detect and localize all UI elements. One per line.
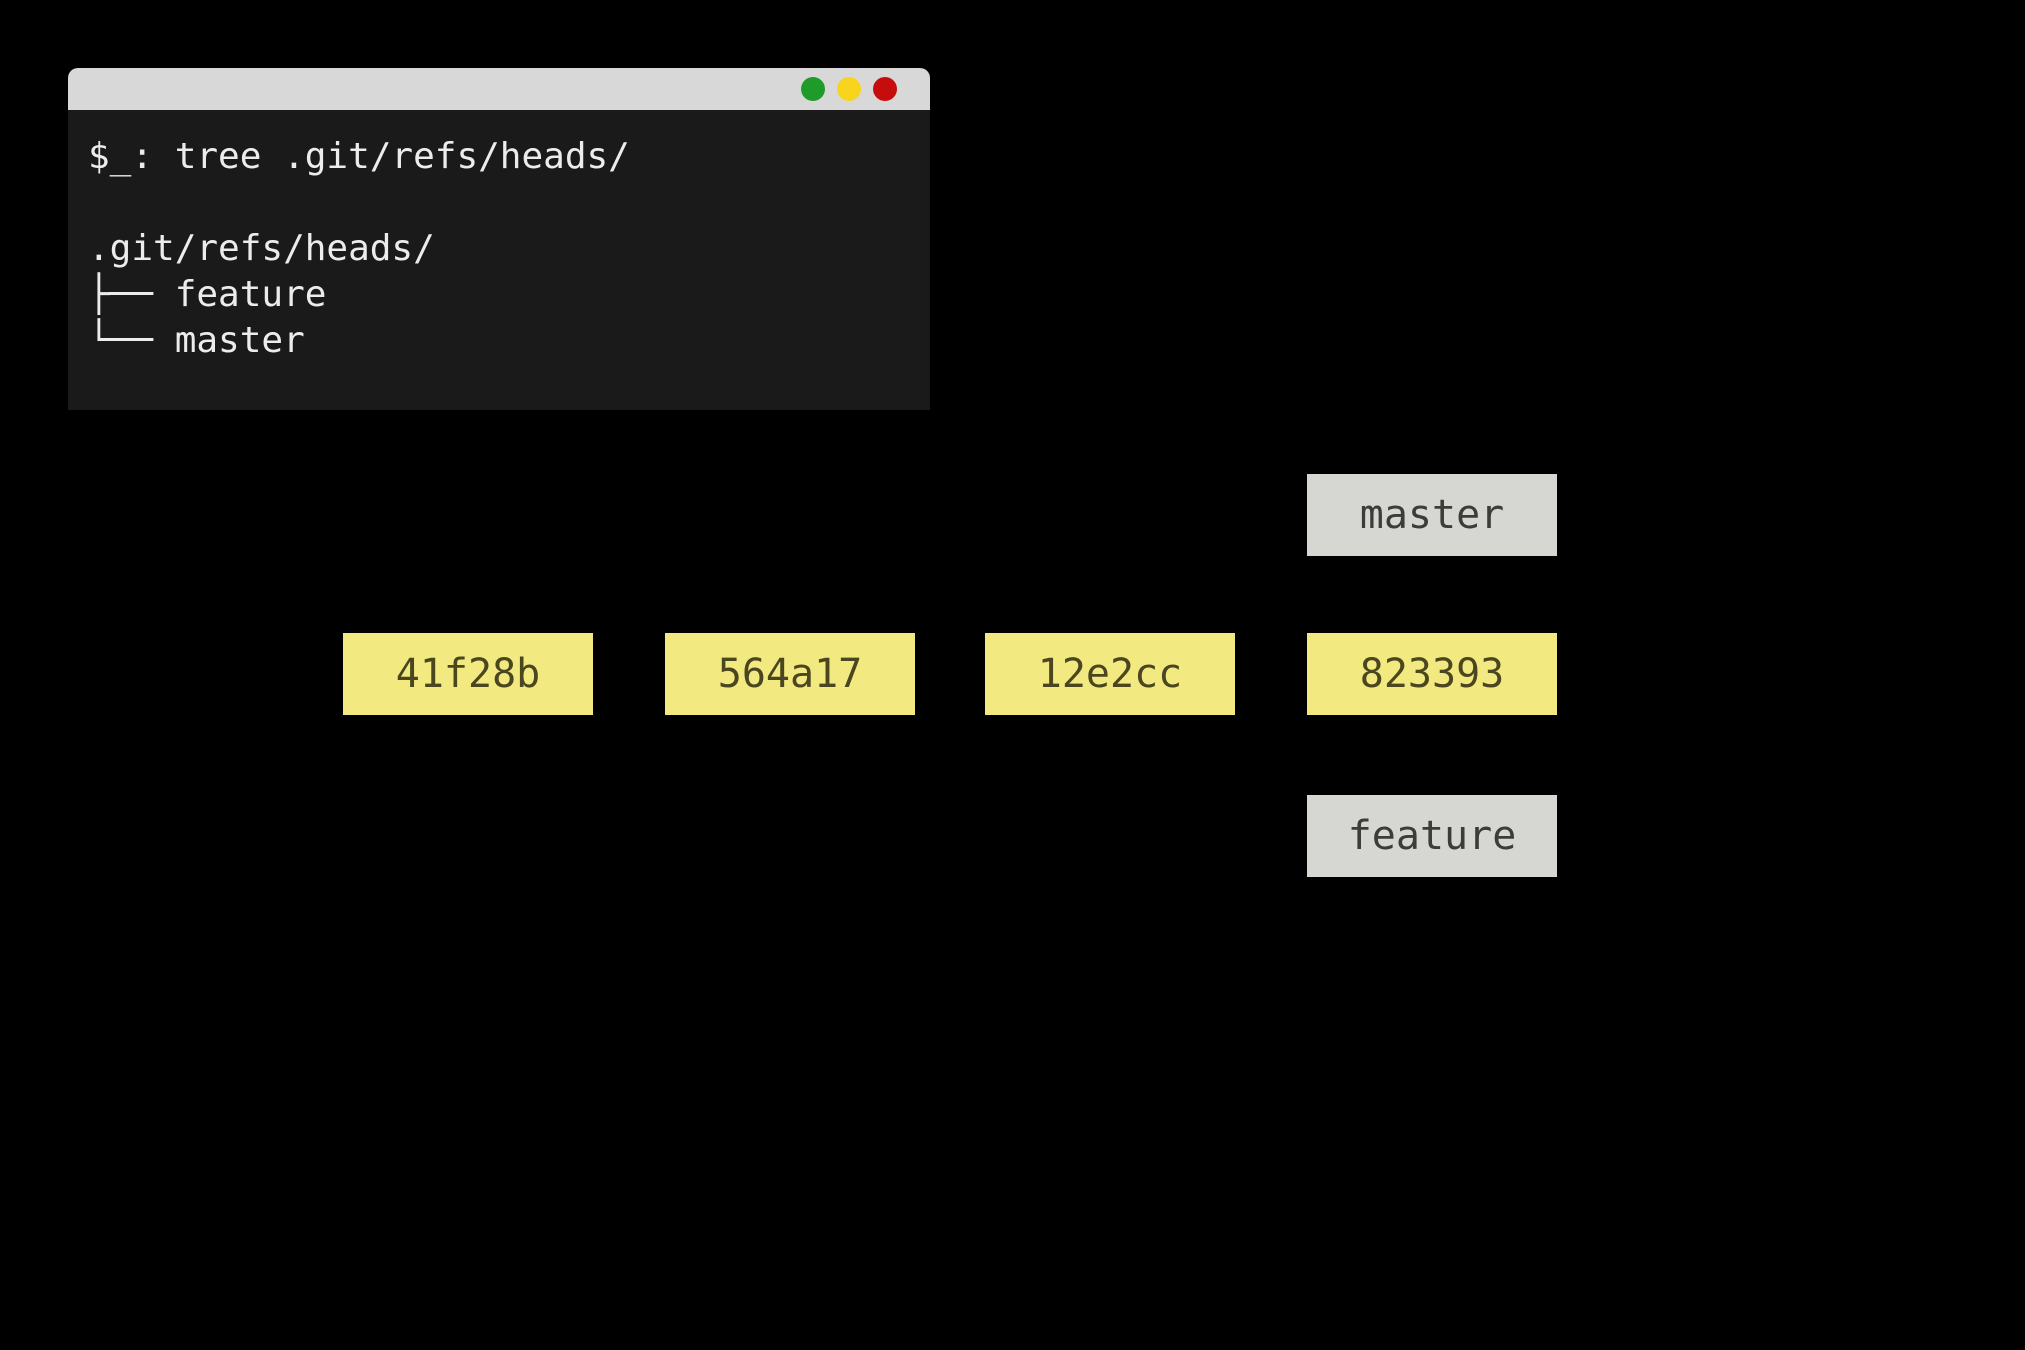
branch-label-master: master — [1307, 474, 1557, 556]
branch-label-feature: feature — [1307, 795, 1557, 877]
terminal-blank-line — [88, 180, 910, 226]
terminal-tree-feature-line: ├── feature — [88, 274, 327, 315]
terminal-window: $_: tree .git/refs/heads/ .git/refs/head… — [68, 68, 930, 410]
commit-box-41f28b: 41f28b — [343, 633, 593, 715]
commit-box-12e2cc: 12e2cc — [985, 633, 1235, 715]
terminal-titlebar — [68, 68, 930, 110]
red-traffic-light-icon[interactable] — [873, 77, 897, 101]
yellow-traffic-light-icon[interactable] — [837, 77, 861, 101]
commit-box-823393: 823393 — [1307, 633, 1557, 715]
terminal-prompt-line: $_: tree .git/refs/heads/ — [88, 136, 630, 177]
commit-box-564a17: 564a17 — [665, 633, 915, 715]
terminal-output: $_: tree .git/refs/heads/ .git/refs/head… — [68, 110, 930, 364]
green-traffic-light-icon[interactable] — [801, 77, 825, 101]
terminal-tree-master-line: └── master — [88, 320, 305, 361]
terminal-tree-root-line: .git/refs/heads/ — [88, 228, 435, 269]
